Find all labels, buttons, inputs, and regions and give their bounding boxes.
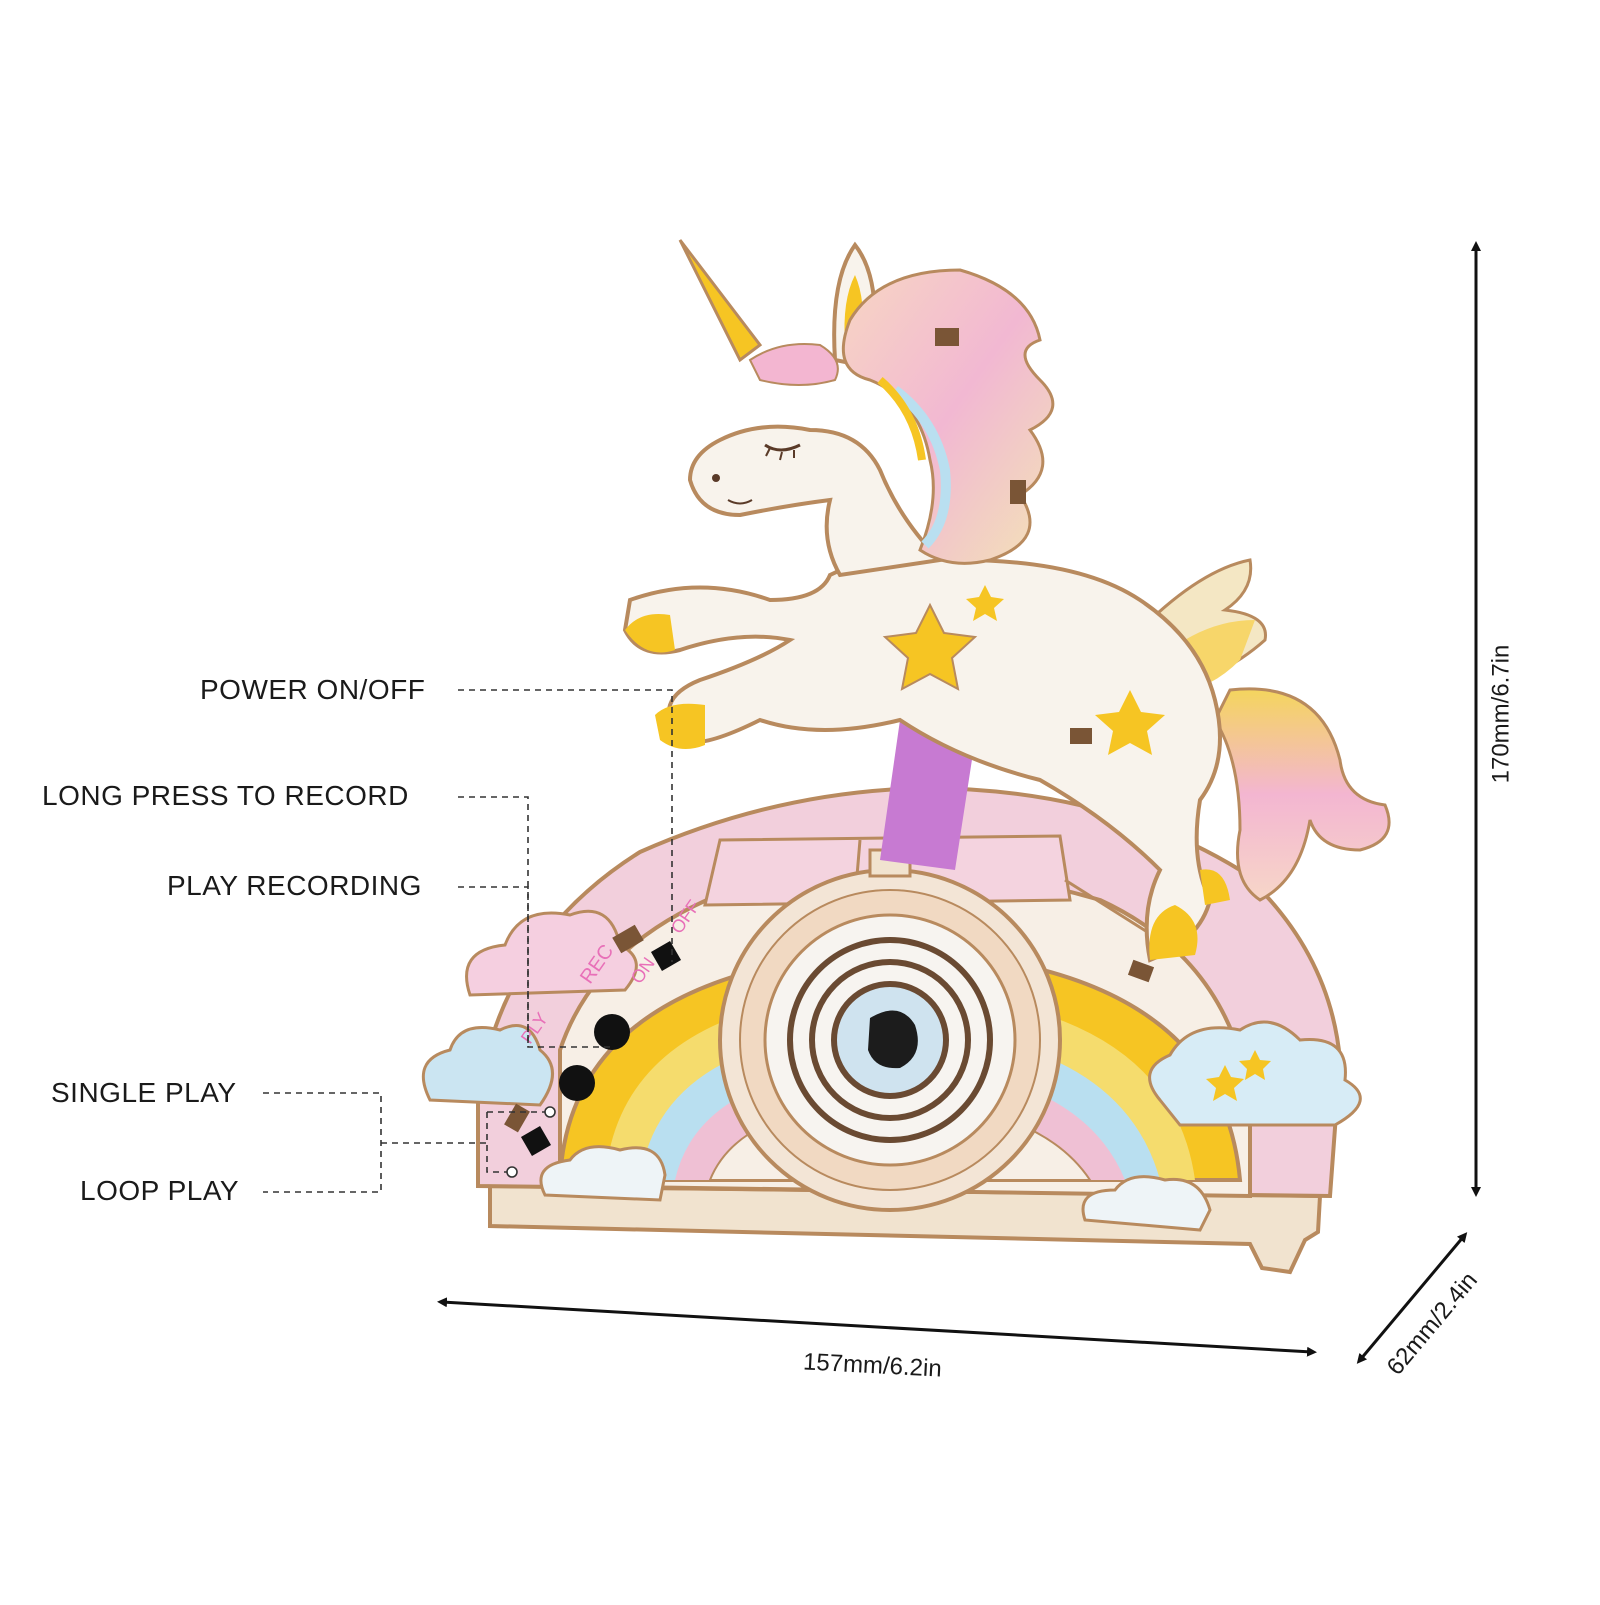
leader-mode-bracket	[263, 1092, 382, 1193]
support-post	[880, 720, 975, 870]
play-button[interactable]	[559, 1065, 595, 1101]
mode-switch[interactable]	[520, 1125, 552, 1157]
callout-single-play: SINGLE PLAY	[51, 1077, 237, 1108]
leader-dot	[544, 1106, 556, 1118]
callout-power-on-off: POWER ON/OFF	[200, 674, 426, 705]
callout-long-press-to-record: LONG PRESS TO RECORD	[42, 780, 409, 811]
callout-loop-play: LOOP PLAY	[80, 1175, 240, 1206]
power-switch[interactable]	[650, 940, 682, 972]
leader-record	[458, 796, 612, 1048]
leader-play-recording	[458, 886, 529, 1047]
callout-play-recording: PLAY RECORDING	[167, 870, 422, 901]
arch-slot	[1127, 959, 1155, 983]
speaker-disc	[718, 848, 1062, 1212]
record-button[interactable]	[594, 1014, 630, 1050]
leader-loop	[486, 1112, 510, 1173]
panel-slot	[612, 924, 644, 954]
cloud-bottom-right	[1081, 1175, 1212, 1232]
unicorn-body	[622, 555, 1230, 963]
panel-slot	[504, 1103, 530, 1133]
dimension-height: 170mm/6.7in	[1487, 644, 1515, 784]
mane-slot	[1010, 480, 1026, 504]
leader-dot	[506, 1166, 518, 1178]
cloud-left-bottom	[421, 1024, 554, 1107]
mane-slot	[935, 328, 959, 346]
depth-arrow	[1356, 1232, 1468, 1364]
unicorn-tail	[1213, 687, 1391, 902]
leader-power	[458, 689, 673, 962]
body-slot	[1070, 728, 1092, 744]
unicorn-mane	[748, 268, 1055, 565]
callout-leaders	[263, 689, 673, 1193]
cloud-right	[1148, 1020, 1362, 1127]
cloud-bottom-left	[539, 1145, 667, 1202]
width-arrow	[437, 1297, 1317, 1357]
cloud-left-top	[465, 909, 638, 997]
